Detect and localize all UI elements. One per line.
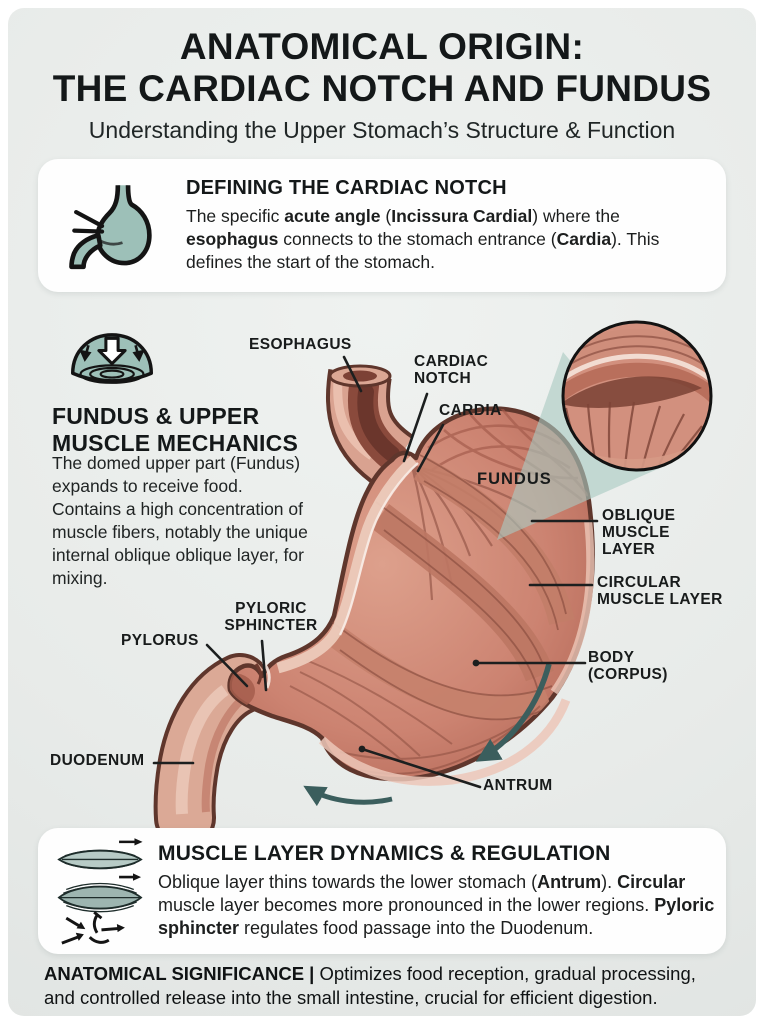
mechanics-paragraph-1: The domed upper part (Fundus) expands to… bbox=[52, 453, 301, 496]
antrum-pointer-dot bbox=[358, 745, 366, 753]
defining-card-body: The specific acute angle (Incissura Card… bbox=[186, 206, 660, 272]
label-cardia: CARDIA bbox=[439, 402, 502, 419]
title-line-1: ANATOMICAL ORIGIN: bbox=[179, 26, 585, 67]
sphincter-arrows-icon bbox=[61, 911, 125, 945]
circular-muscle-icon bbox=[57, 882, 143, 913]
muscle-layer-icons bbox=[52, 835, 148, 947]
cut-edge-art bbox=[254, 455, 595, 786]
label-circular-muscle-layer: CIRCULAR MUSCLE LAYER bbox=[597, 574, 723, 609]
label-body-corpus: BODY (CORPUS) bbox=[588, 649, 668, 684]
dynamics-card-heading: MUSCLE LAYER DYNAMICS & REGULATION bbox=[158, 842, 611, 866]
leader-lines bbox=[152, 355, 599, 789]
mechanics-paragraph-2: Contains a high concentration of muscle … bbox=[52, 498, 308, 588]
muscle-dynamics-card: MUSCLE LAYER DYNAMICS & REGULATION Obliq… bbox=[38, 828, 726, 954]
anatomical-significance-note: ANATOMICAL SIGNIFICANCE | Optimizes food… bbox=[44, 963, 696, 1009]
body-pointer-dot bbox=[472, 659, 480, 667]
label-cardiac-notch: CARDIAC NOTCH bbox=[414, 353, 489, 388]
label-esophagus: ESOPHAGUS bbox=[249, 336, 352, 353]
oblique-muscle-icon bbox=[57, 838, 143, 881]
esophagus-art bbox=[326, 364, 415, 489]
header: ANATOMICAL ORIGIN: THE CARDIAC NOTCH AND… bbox=[0, 26, 764, 144]
defining-cardiac-notch-card: DEFINING THE CARDIAC NOTCH The specific … bbox=[38, 159, 726, 292]
label-oblique-muscle-layer: OBLIQUE MUSCLE LAYER bbox=[602, 507, 676, 559]
dynamics-card-content: MUSCLE LAYER DYNAMICS & REGULATION Obliq… bbox=[158, 842, 718, 940]
label-antrum: ANTRUM bbox=[483, 777, 553, 794]
fundus-dome-icon bbox=[64, 322, 160, 400]
label-duodenum: DUODENUM bbox=[50, 752, 145, 769]
mechanics-body: The domed upper part (Fundus) expands to… bbox=[52, 452, 322, 590]
flow-arrows bbox=[303, 663, 552, 807]
duodenum-art bbox=[153, 653, 271, 849]
label-pyloric-sphincter: PYLORIC SPHINCTER bbox=[224, 600, 318, 635]
defining-card-content: DEFINING THE CARDIAC NOTCH The specific … bbox=[186, 177, 711, 273]
defining-card-heading: DEFINING THE CARDIAC NOTCH bbox=[186, 177, 507, 200]
magnifier-wedge bbox=[497, 352, 660, 540]
stomach-notch-icon bbox=[62, 174, 170, 278]
mechanics-heading: FUNDUS & UPPER MUSCLE MECHANICS bbox=[52, 403, 298, 456]
title-line-2: THE CARDIAC NOTCH AND FUNDUS bbox=[52, 68, 712, 110]
label-pylorus: PYLORUS bbox=[121, 632, 199, 649]
dynamics-card-body: Oblique layer thins towards the lower st… bbox=[158, 872, 715, 938]
page-title: ANATOMICAL ORIGIN: THE CARDIAC NOTCH AND… bbox=[0, 26, 764, 110]
page-subtitle: Understanding the Upper Stomach’s Struct… bbox=[88, 117, 676, 144]
label-fundus: FUNDUS bbox=[477, 470, 552, 488]
